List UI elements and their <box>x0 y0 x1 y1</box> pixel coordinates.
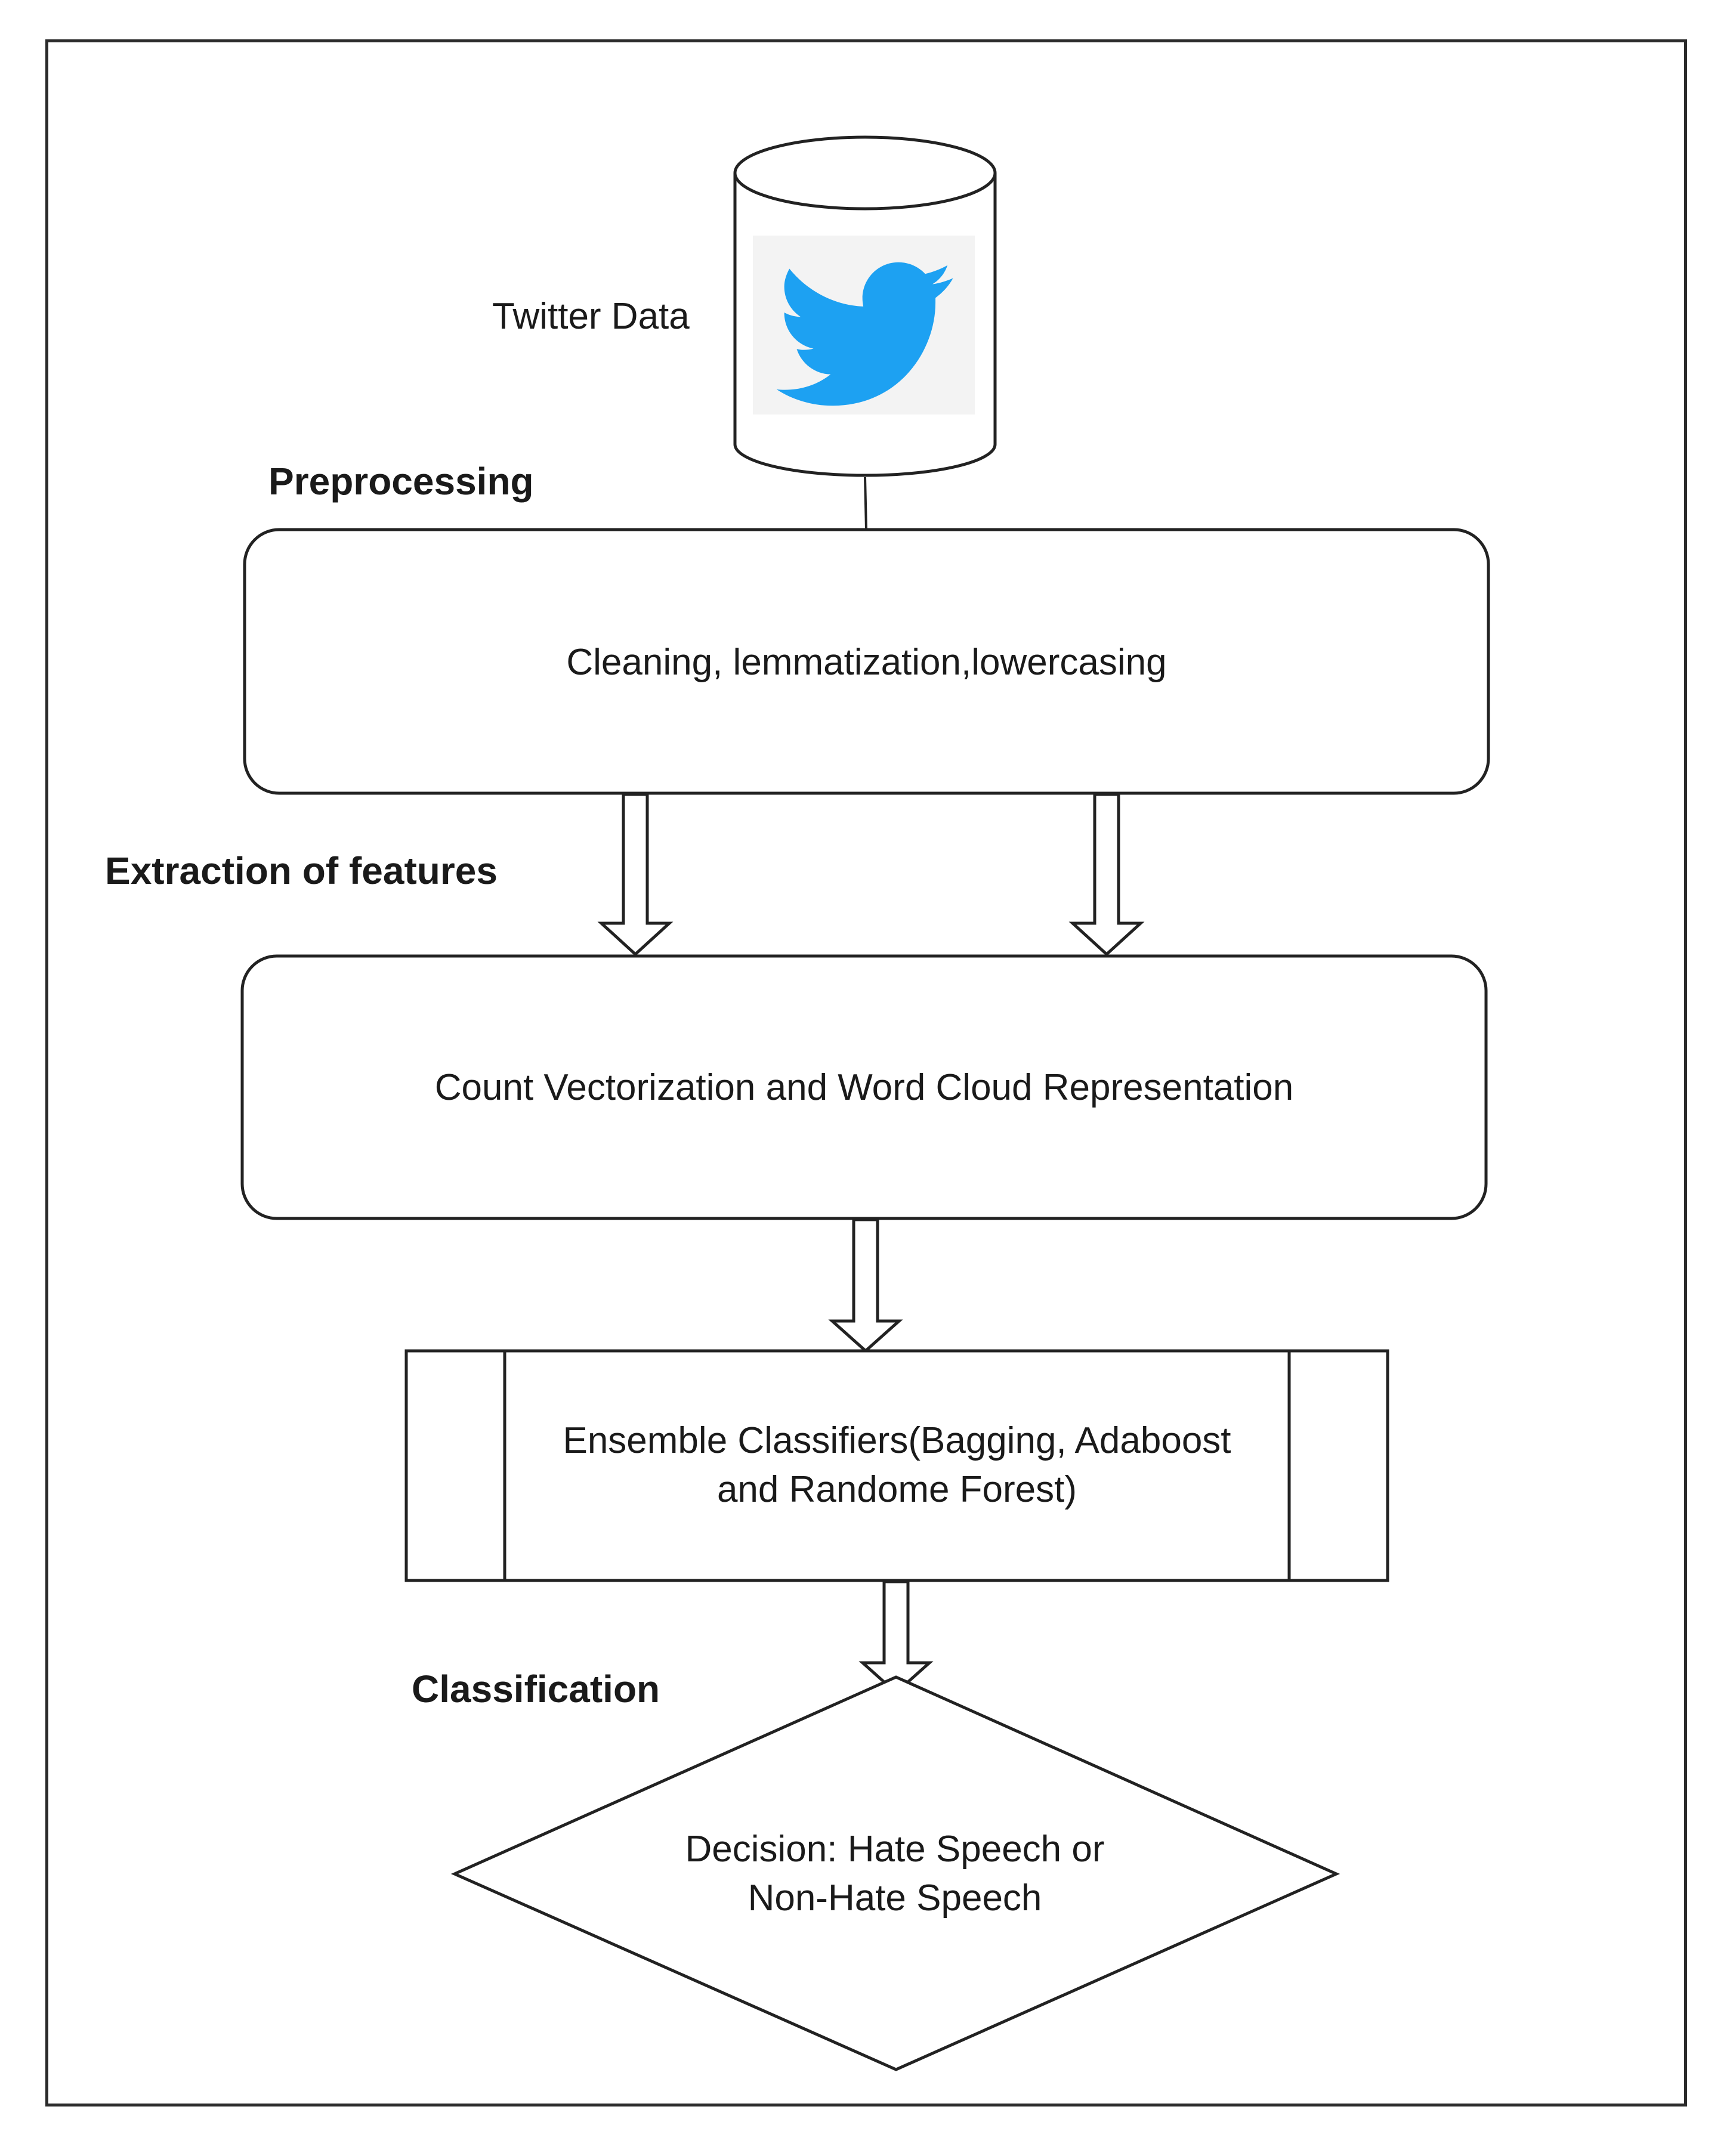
twitter-bird-icon <box>753 236 975 415</box>
feature-extraction-text: Count Vectorization and Word Cloud Repre… <box>434 1067 1294 1108</box>
preprocess-text: Cleaning, lemmatization,lowercasing <box>566 642 1167 683</box>
decision-diamond <box>450 1675 1340 2071</box>
ensemble-text-line2: and Randome Forest) <box>716 1468 1077 1510</box>
arrow-features-to-ensemble <box>828 1218 903 1353</box>
connector-line <box>864 477 867 530</box>
stage-label-feature-extraction: Extraction of features <box>105 849 498 892</box>
arrow-ensemble-to-decision <box>858 1580 934 1695</box>
preprocess-box <box>243 528 1490 795</box>
decision-text-line2: Non-Hate Speech <box>747 1877 1042 1919</box>
decision-text-line1: Decision: Hate Speech or <box>685 1829 1105 1870</box>
ensemble-box <box>404 1349 1389 1582</box>
ensemble-text-line1: Ensemble Classifiers(Bagging, Adaboost <box>563 1420 1231 1461</box>
diagram-frame <box>45 39 1687 2106</box>
arrow-preprocess-to-features-right <box>1068 793 1145 957</box>
ensemble-text: Ensemble Classifiers(Bagging, Adaboost a… <box>505 1416 1289 1514</box>
source-label: Twitter Data <box>492 296 690 337</box>
stage-label-classification: Classification <box>412 1668 660 1710</box>
arrow-preprocess-to-features-left <box>597 793 674 957</box>
stage-label-preprocessing: Preprocessing <box>268 460 534 503</box>
decision-text: Decision: Hate Speech or Non-Hate Speech <box>597 1825 1193 1923</box>
